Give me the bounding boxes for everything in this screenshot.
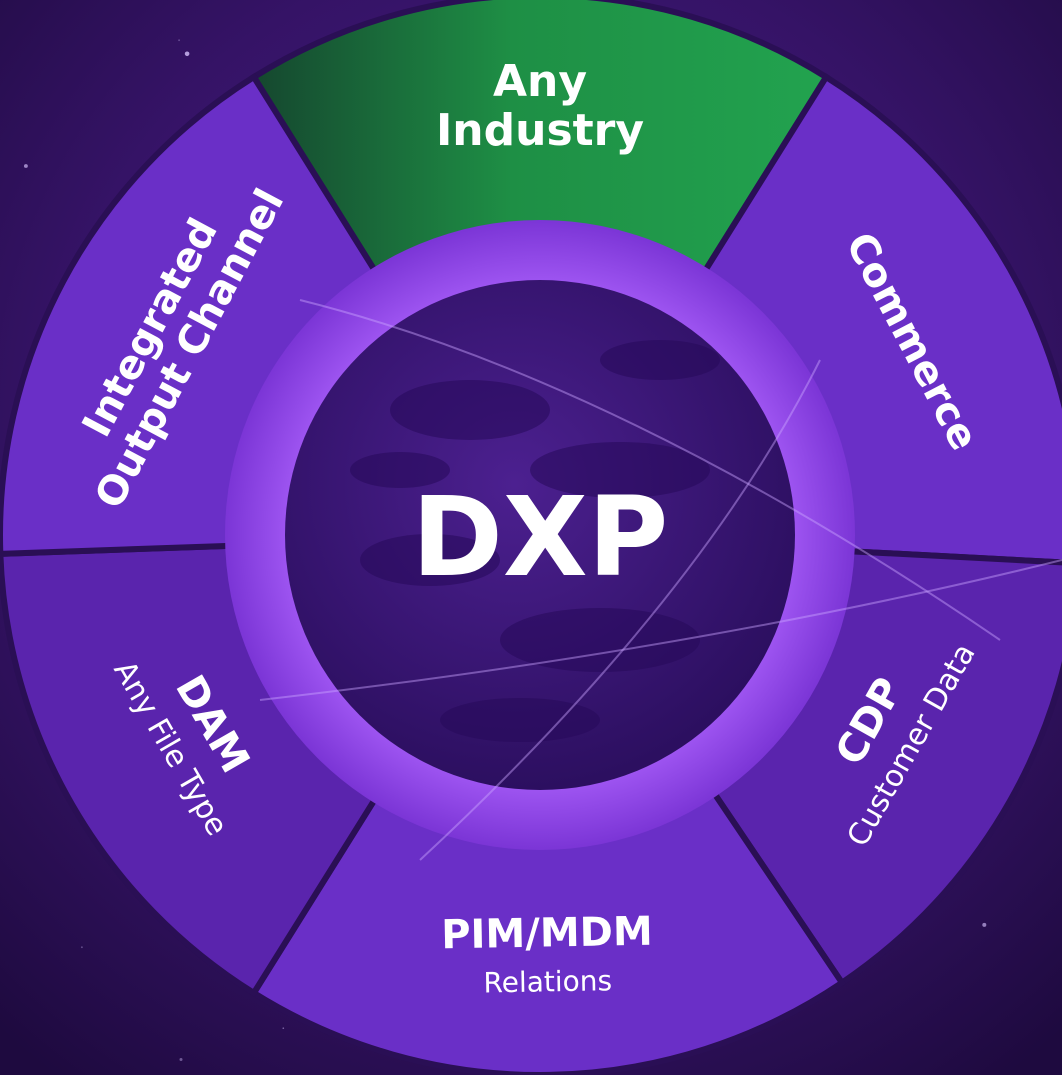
planet-spot bbox=[530, 442, 710, 498]
segment-subtitle: Relations bbox=[483, 964, 612, 999]
orbit-line bbox=[299, 299, 1001, 641]
segment-title: PIM/MDM bbox=[441, 909, 653, 959]
planet-spot bbox=[350, 452, 450, 488]
star bbox=[982, 922, 987, 927]
planet-spot bbox=[440, 698, 600, 742]
star bbox=[80, 946, 83, 949]
center-label: DXP bbox=[412, 473, 669, 601]
star bbox=[184, 51, 190, 57]
star bbox=[23, 164, 28, 168]
star bbox=[282, 1027, 285, 1030]
planet-spot bbox=[360, 534, 500, 586]
planet-spot bbox=[600, 340, 720, 380]
star bbox=[178, 39, 181, 42]
star bbox=[179, 1057, 183, 1062]
label-pim-mdm: PIM/MDM Relations bbox=[441, 909, 653, 1000]
orbit-lines bbox=[259, 299, 1062, 861]
orbit-line bbox=[259, 559, 1062, 701]
planet-spot bbox=[500, 608, 700, 672]
segment-title: Industry bbox=[436, 105, 644, 156]
planet-spot bbox=[390, 380, 550, 440]
orbit-line bbox=[419, 359, 821, 861]
segment-title: Any bbox=[493, 56, 587, 107]
planet-texture bbox=[350, 340, 720, 742]
